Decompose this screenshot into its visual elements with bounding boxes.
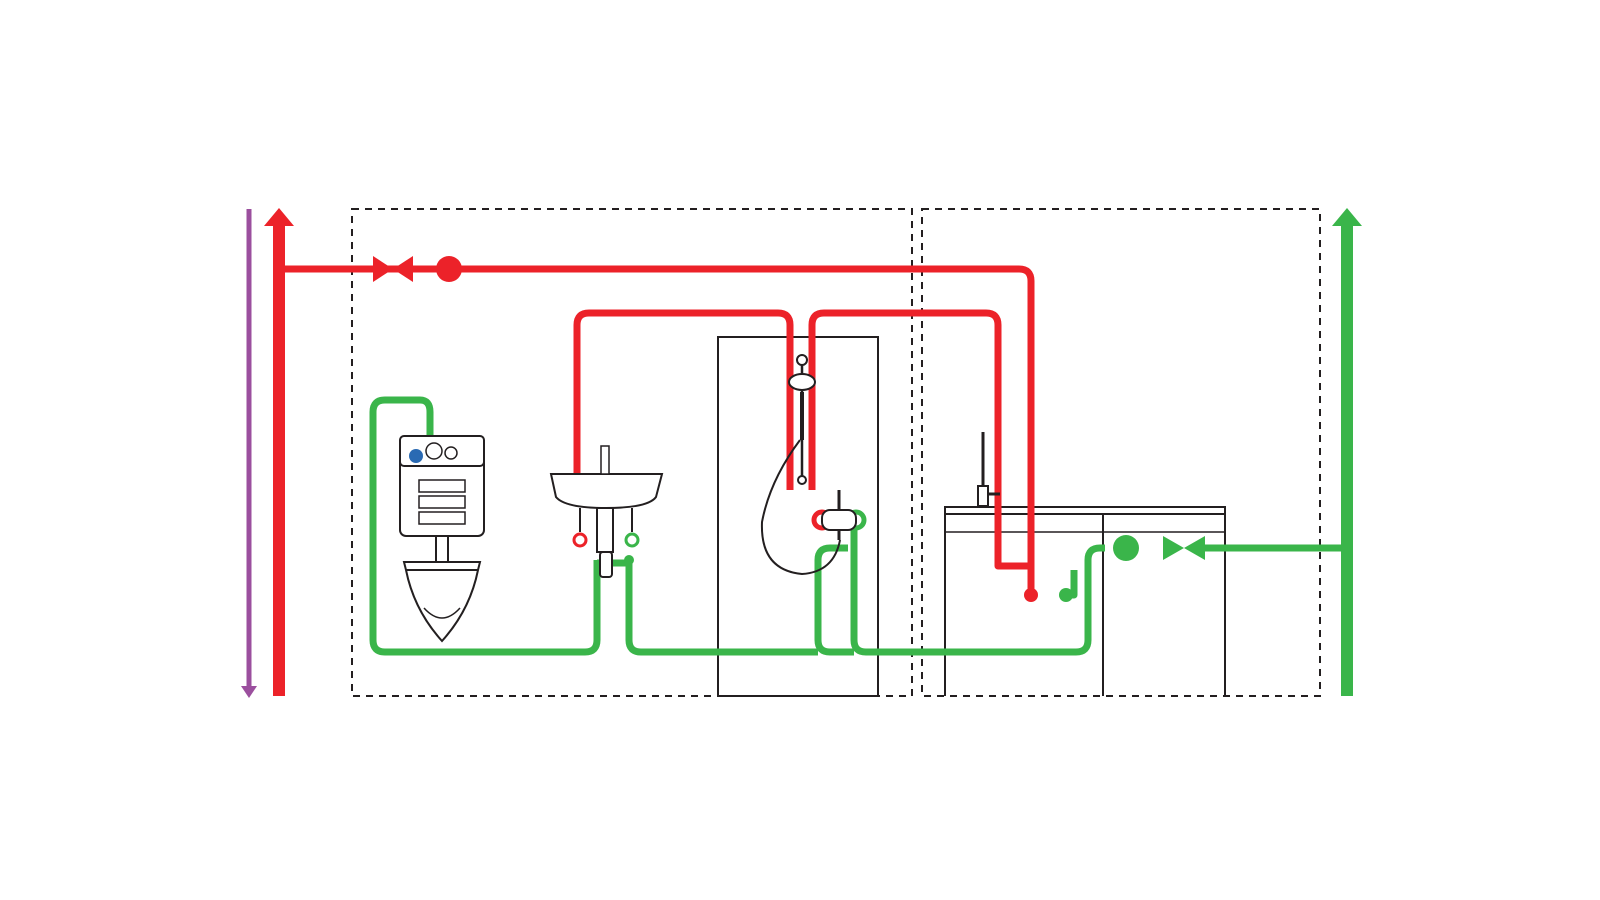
- hot-junction: [436, 256, 462, 282]
- kitchen-counter: [944, 506, 1226, 696]
- shower-mixer: [811, 490, 867, 540]
- shower-enclosure: [717, 336, 879, 697]
- hot-end-cap: [1024, 588, 1038, 602]
- kitchen-tap: [977, 432, 1000, 507]
- hot-stop-valve: [373, 256, 413, 282]
- cold-end-cap: [1059, 588, 1073, 602]
- wc-fill-valve-icon: [409, 449, 423, 463]
- cold-junction: [1113, 535, 1139, 561]
- washbasin: [549, 445, 664, 578]
- cold-elbow-washbasin: [624, 555, 634, 565]
- hot-riser-arrow: [264, 208, 294, 226]
- cold-stop-valve: [1163, 536, 1205, 560]
- zone-bathroom: [351, 208, 913, 697]
- hot-water-network: [273, 224, 1035, 696]
- wc-cistern: [399, 435, 485, 563]
- wc-bowl: [402, 561, 482, 643]
- cold-water-network: [369, 224, 1353, 696]
- drain-riser: [241, 209, 257, 698]
- cold-riser-arrow: [1332, 208, 1362, 226]
- zone-kitchen: [921, 208, 1321, 697]
- shower-head: [760, 354, 841, 576]
